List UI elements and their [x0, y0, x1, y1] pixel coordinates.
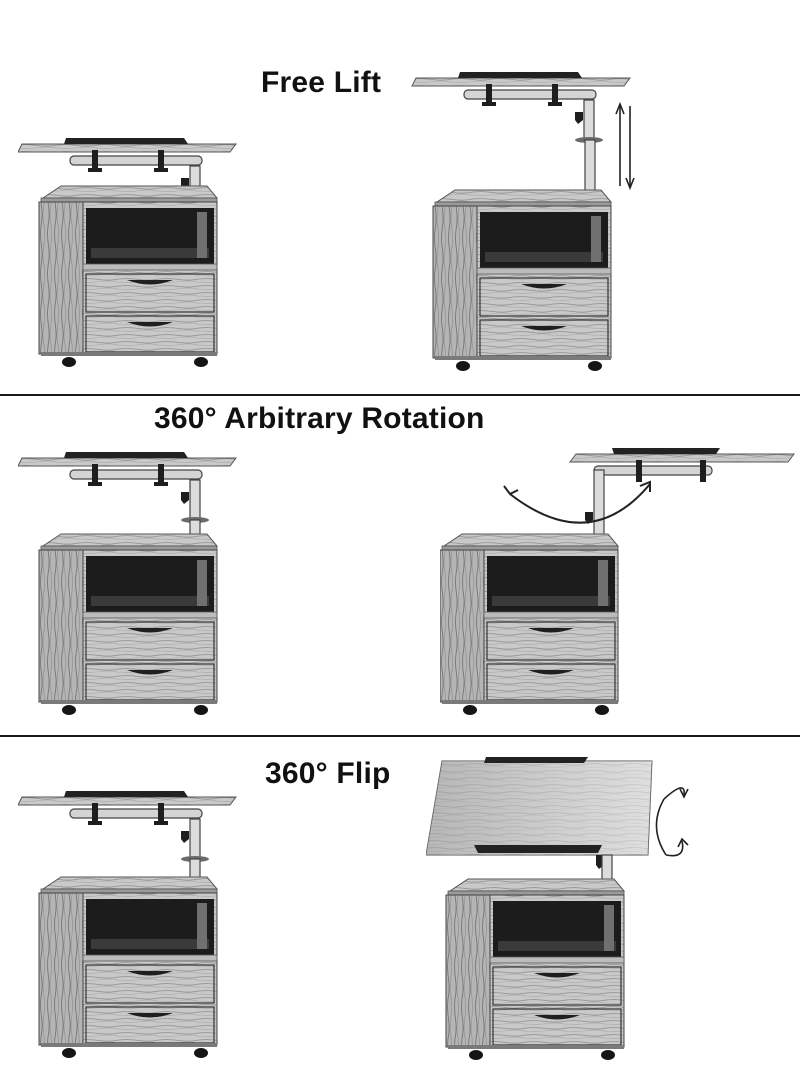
flipped-tabletop	[426, 757, 653, 869]
section-title-free-lift: Free Lift	[261, 66, 382, 99]
nightstand-lifted-illustration	[411, 71, 635, 372]
section-rotation: 360° Arbitrary Rotation	[0, 396, 800, 735]
lift-arrows-icon	[615, 101, 635, 191]
nightstand-rotated-illustration	[440, 448, 795, 716]
section-flip: 360° Flip	[0, 737, 800, 1092]
nightstand-illustration	[18, 137, 237, 368]
section-divider	[0, 735, 800, 737]
rotate-arrow-icon	[503, 480, 651, 524]
flip-arrow-icon	[655, 787, 689, 857]
section-title-rotation: 360° Arbitrary Rotation	[154, 402, 485, 435]
section-title-flip: 360° Flip	[265, 757, 391, 790]
section-divider	[0, 394, 800, 396]
section-free-lift: Free Lift	[0, 0, 800, 394]
nightstand-illustration	[18, 451, 237, 716]
nightstand-flipped-illustration	[426, 757, 689, 1061]
nightstand-illustration	[18, 790, 237, 1059]
